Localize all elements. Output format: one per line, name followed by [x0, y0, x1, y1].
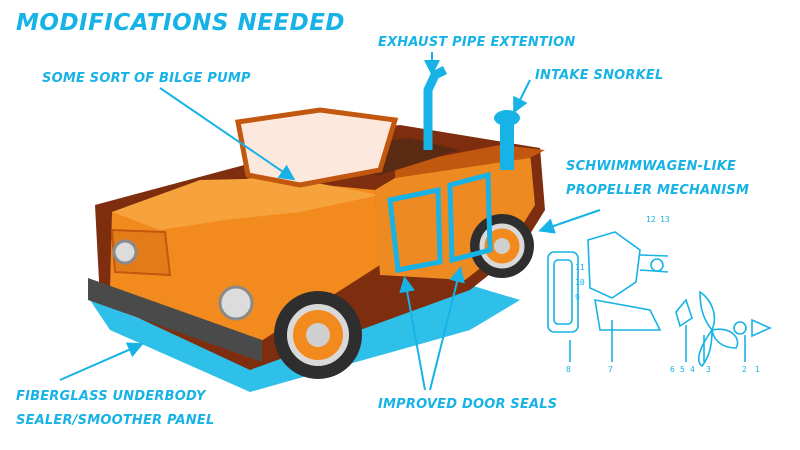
page-title: MODIFICATIONS NEEDED	[16, 10, 346, 36]
underbody-panel	[90, 285, 520, 392]
part-number: 12	[646, 215, 656, 224]
part-number: 2	[742, 365, 747, 374]
arrow-propeller	[538, 209, 601, 234]
part-number: 4	[690, 365, 695, 374]
label-exhaust: EXHAUST PIPE EXTENTION	[378, 35, 576, 50]
part-number: 6	[670, 365, 675, 374]
arrow-door-seal-1	[399, 276, 426, 391]
front-bumper	[88, 278, 262, 362]
front-wheel	[274, 291, 362, 379]
headlight-left	[112, 239, 138, 265]
part-number: 5	[680, 365, 685, 374]
part-number: 1	[755, 365, 760, 374]
arrow-snorkel	[513, 79, 531, 114]
part-number: 11	[575, 263, 585, 272]
propeller-mechanism-sketch	[547, 231, 772, 368]
part-number-labels: 12 13 11 10 9 8 7 6 5 4 3 2 1	[566, 215, 760, 374]
intake-snorkel	[494, 110, 520, 170]
part-number: 13	[660, 215, 670, 224]
part-number: 3	[706, 365, 711, 374]
label-underbody-line2: SEALER/SMOOTHER PANEL	[16, 413, 215, 428]
arrow-bilge	[159, 87, 296, 181]
label-door-seals: IMPROVED DOOR SEALS	[378, 397, 558, 412]
annotation-arrows	[59, 52, 601, 391]
arrow-underbody	[59, 342, 144, 381]
rear-wheel	[470, 214, 534, 278]
part-number: 8	[566, 365, 571, 374]
part-number: 10	[575, 278, 585, 287]
label-propeller-line1: SCHWIMMWAGEN-LIKE	[566, 159, 737, 174]
label-bilge-pump: SOME SORT OF BILGE PUMP	[42, 71, 251, 86]
label-propeller-line2: PROPELLER MECHANISM	[566, 183, 750, 198]
windshield	[235, 107, 399, 188]
part-number: 7	[608, 365, 613, 374]
headlight-right	[218, 285, 254, 321]
exhaust-pipe	[423, 65, 448, 150]
door-seal-rear	[447, 171, 493, 264]
label-intake-snorkel: INTAKE SNORKEL	[535, 68, 664, 83]
arrow-door-seal-2	[429, 266, 465, 391]
part-number: 9	[575, 293, 580, 302]
label-underbody-line1: FIBERGLASS UNDERBODY	[16, 389, 206, 404]
car-hood	[112, 178, 380, 230]
door-seal-front	[387, 186, 443, 273]
